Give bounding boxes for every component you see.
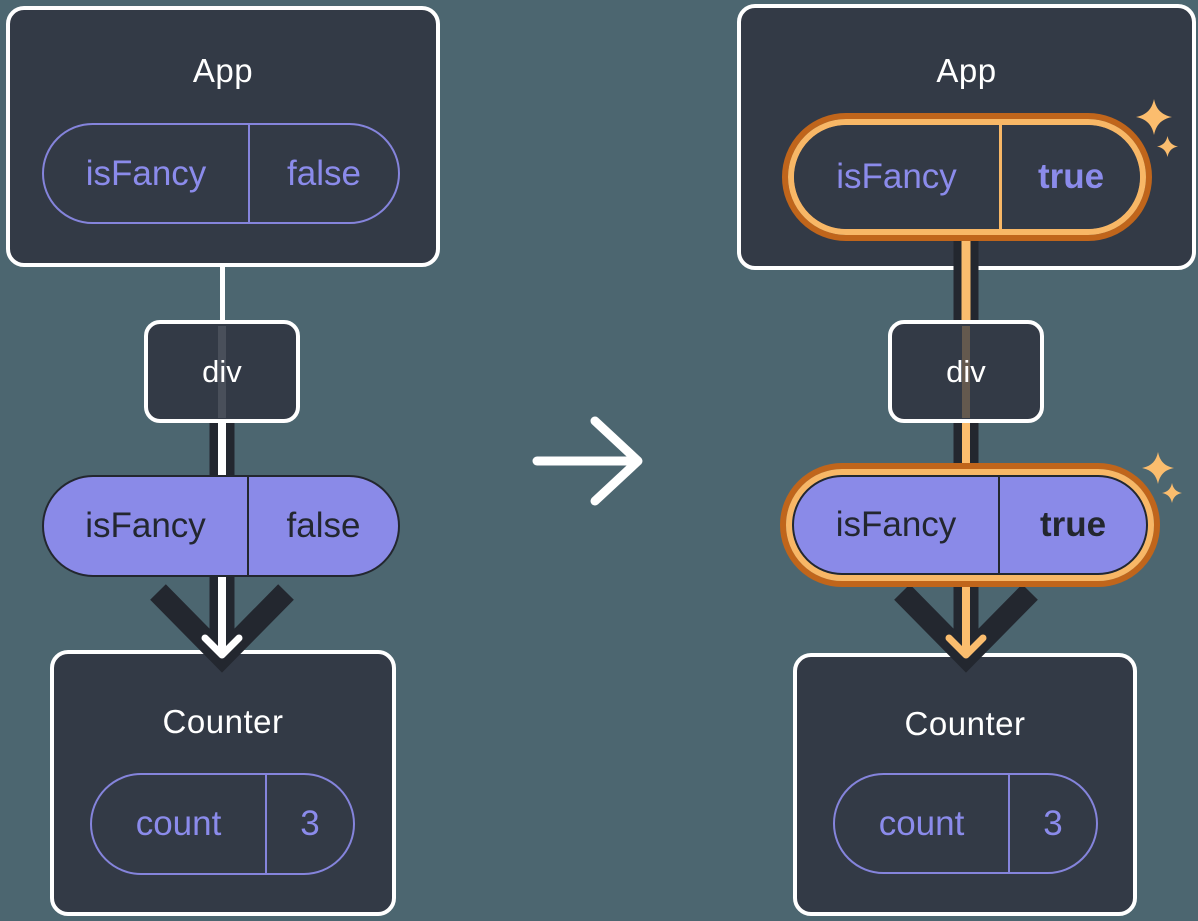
left-counter-state-key: count — [92, 775, 267, 873]
left-app-prop-key: isFancy — [44, 125, 250, 222]
sparkle-icon — [1136, 99, 1172, 135]
right-div-through-line — [962, 326, 970, 418]
right-div-label: div — [946, 353, 986, 389]
sparkle-icon — [1142, 452, 1174, 484]
left-state-pill: isFancy false — [42, 475, 400, 577]
left-counter-box — [50, 650, 396, 916]
sparkle-icon — [1162, 483, 1182, 503]
right-state-value: true — [1039, 505, 1107, 544]
left-state-key: isFancy — [44, 477, 249, 575]
right-counter-state-value: 3 — [1043, 803, 1063, 843]
left-app-title: App — [192, 52, 254, 89]
right-counter-title: Counter — [904, 705, 1026, 742]
left-counter-state-pill: count 3 — [90, 773, 355, 875]
left-div-through-line — [218, 326, 226, 418]
right-app-prop-value: true — [1037, 157, 1105, 196]
right-app-title: App — [936, 52, 997, 89]
left-app-prop-pill: isFancy false — [42, 123, 400, 224]
right-state-key: isFancy — [794, 477, 1000, 573]
left-app-div-connector — [220, 265, 225, 322]
left-counter-state-value: 3 — [300, 804, 320, 843]
sparkle-icon — [1157, 136, 1178, 157]
arrow-right-icon — [532, 416, 643, 506]
left-div-box — [144, 320, 300, 423]
right-counter-state-pill: count 3 — [833, 773, 1098, 874]
right-counter-state-key: count — [835, 775, 1010, 872]
left-div-label: div — [202, 353, 242, 389]
right-state-pill: isFancy true — [792, 475, 1148, 575]
right-state-pill-highlight: isFancy true — [780, 463, 1160, 587]
right-app-div-arrow — [953, 238, 979, 320]
right-app-prop-key: isFancy — [794, 125, 1002, 229]
right-div-box — [888, 320, 1044, 423]
left-app-prop-value: false — [287, 153, 361, 193]
right-app-prop-pill-highlight: isFancy true — [782, 113, 1152, 241]
left-state-value: false — [286, 506, 361, 545]
left-counter-title: Counter — [162, 703, 284, 740]
right-app-prop-pill: isFancy true — [794, 125, 1140, 229]
